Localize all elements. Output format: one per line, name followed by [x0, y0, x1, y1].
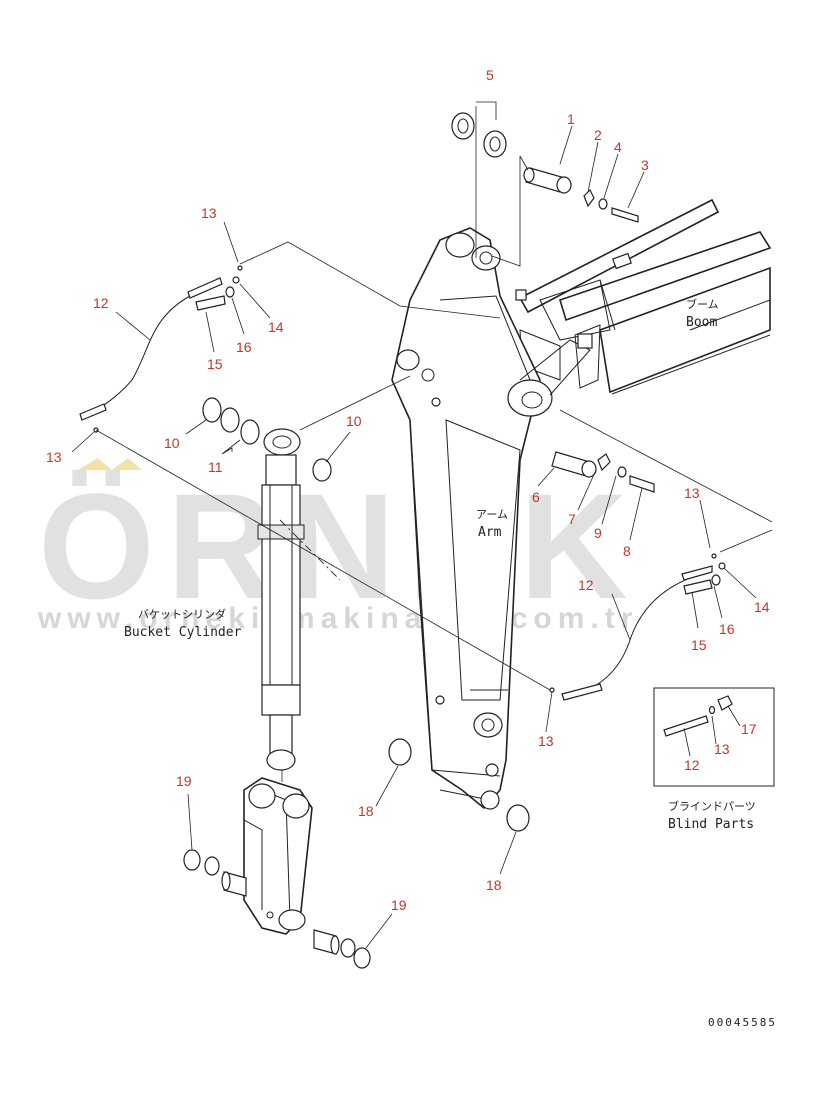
callout-14-a[interactable]: 14 — [268, 319, 284, 335]
callout-2[interactable]: 2 — [594, 127, 602, 143]
label-bucket-cylinder-jp: バケットシリンダ — [138, 607, 226, 621]
part-9-washer — [617, 466, 627, 478]
callout-12-c[interactable]: 12 — [684, 757, 700, 773]
callout-1[interactable]: 1 — [567, 111, 575, 127]
part-12-grease-hose-left — [83, 295, 191, 419]
part-13-plug-left — [237, 265, 243, 271]
blind-parts-box — [653, 687, 775, 787]
part-15-bolt-right — [683, 579, 713, 595]
part-19-group-right — [313, 929, 371, 969]
label-boom-en: Boom — [686, 315, 717, 330]
part-1-pin — [523, 167, 572, 194]
label-blind-parts-jp: ブラインドパーツ — [668, 799, 756, 813]
callout-8[interactable]: 8 — [623, 543, 631, 559]
callout-13-b[interactable]: 13 — [46, 449, 62, 465]
callout-3[interactable]: 3 — [641, 157, 649, 173]
boom — [518, 198, 772, 395]
part-13-plug-right — [711, 553, 717, 559]
callout-5[interactable]: 5 — [486, 67, 494, 83]
callout-17[interactable]: 17 — [741, 721, 757, 737]
part-2-spacer — [583, 188, 595, 208]
callout-16-a[interactable]: 16 — [236, 339, 252, 355]
label-arm-en: Arm — [478, 525, 502, 540]
watermark-accent-right — [112, 458, 142, 470]
bucket-link — [243, 777, 313, 935]
callout-18-b[interactable]: 18 — [486, 877, 502, 893]
part-11-seal-a — [220, 407, 240, 433]
part-3-bolt — [611, 207, 639, 223]
text-labels: ブーム Boom アーム Arm バケットシリンダ Bucket Cylinde… — [124, 297, 777, 1029]
callout-13-a[interactable]: 13 — [201, 205, 217, 221]
callout-13-d[interactable]: 13 — [538, 733, 554, 749]
part-11-seal-b — [240, 419, 260, 445]
label-blind-parts-en: Blind Parts — [668, 817, 754, 832]
part-18-oring-left — [388, 738, 412, 766]
part-16-washer-left — [225, 286, 235, 298]
callout-13-c[interactable]: 13 — [684, 485, 700, 501]
label-arm-jp: アーム — [476, 508, 508, 521]
part-18-oring-right — [506, 804, 530, 832]
callout-19-a[interactable]: 19 — [176, 773, 192, 789]
callout-15-b[interactable]: 15 — [691, 637, 707, 653]
part-19-group-left — [183, 849, 247, 897]
assembly-lines — [95, 101, 773, 782]
part-15-bolt-left — [195, 295, 226, 311]
bucket-cylinder — [257, 428, 305, 771]
callout-11[interactable]: 11 — [208, 459, 223, 475]
watermark: ÖRNEK www.ornekismakinalari.com.tr — [37, 458, 640, 635]
part-12-grease-hose-left-fitting — [187, 277, 223, 299]
part-10-shim-left — [202, 397, 222, 423]
callout-10-a[interactable]: 10 — [164, 435, 180, 451]
part-7-spacer — [597, 453, 611, 472]
part-8-bolt — [629, 475, 655, 493]
callout-9[interactable]: 9 — [594, 525, 602, 541]
callouts: 5 1 2 4 3 13 12 14 16 15 13 10 11 10 6 7… — [46, 67, 770, 913]
callout-15-a[interactable]: 15 — [207, 356, 223, 372]
callout-12-b[interactable]: 12 — [578, 577, 594, 593]
part-4-washer — [598, 198, 608, 210]
callout-13-e[interactable]: 13 — [714, 741, 730, 757]
part-5-shims — [451, 112, 507, 158]
part-10-shim-right — [312, 458, 332, 482]
drawing-code: 00045585 — [708, 1016, 777, 1029]
label-bucket-cylinder-en: Bucket Cylinder — [124, 625, 242, 640]
callout-10-b[interactable]: 10 — [346, 413, 362, 429]
callout-4[interactable]: 4 — [614, 139, 622, 155]
callout-18-a[interactable]: 18 — [358, 803, 374, 819]
watermark-url: www.ornekismakinalari.com.tr — [37, 602, 638, 635]
watermark-accent-left — [78, 458, 112, 470]
part-14-ring-right — [718, 562, 726, 570]
label-boom-jp: ブーム — [686, 297, 719, 311]
part-13-plug-right-lower — [549, 687, 555, 693]
part-16-washer-right — [711, 574, 721, 586]
watermark-brand: ÖRNEK — [38, 462, 640, 630]
part-6-pin-end — [581, 460, 597, 478]
part-14-ring-left — [232, 276, 240, 284]
callout-leaders — [71, 125, 757, 949]
callout-6[interactable]: 6 — [532, 489, 540, 505]
callout-14-b[interactable]: 14 — [754, 599, 770, 615]
callout-7[interactable]: 7 — [568, 511, 576, 527]
callout-12-a[interactable]: 12 — [93, 295, 109, 311]
callout-19-b[interactable]: 19 — [391, 897, 407, 913]
callout-16-b[interactable]: 16 — [719, 621, 735, 637]
